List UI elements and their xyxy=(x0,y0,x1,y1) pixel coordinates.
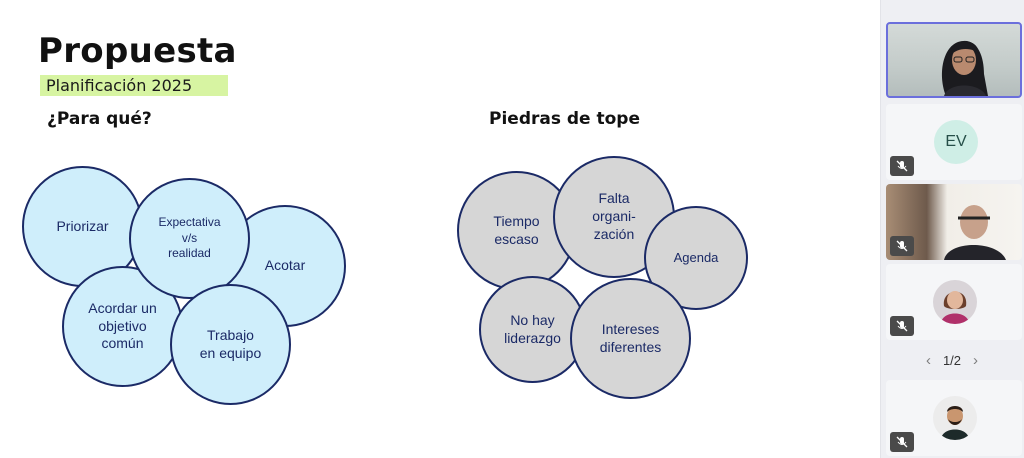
participants-panel: EV xyxy=(880,0,1024,458)
participants-pagination: ‹ 1/2 › xyxy=(880,349,1024,371)
bubble-expectativa-realidad: Expectativa v/s realidad xyxy=(129,178,250,299)
bubble-tiempo-escaso: Tiempo escaso xyxy=(457,171,576,290)
section-heading-para-que: ¿Para qué? xyxy=(47,109,152,129)
participant-avatar xyxy=(933,280,977,324)
participant-initials: EV xyxy=(934,120,978,164)
chevron-right-icon[interactable]: › xyxy=(973,351,979,369)
slide-subtitle: Planificación 2025 xyxy=(40,75,228,96)
page-indicator: 1/2 xyxy=(942,352,962,368)
chevron-left-icon[interactable]: ‹ xyxy=(925,351,931,369)
section-heading-piedras-de-tope: Piedras de tope xyxy=(489,109,640,129)
participant-video xyxy=(944,205,1006,260)
bubble-no-hay-liderazgo: No hay liderazgo xyxy=(479,276,586,383)
participant-tile-5[interactable] xyxy=(886,380,1022,456)
bubble-acordar-objetivo: Acordar un objetivo común xyxy=(62,266,183,387)
bubble-priorizar: Priorizar xyxy=(22,166,143,287)
presentation-slide: Propuesta Planificación 2025 ¿Para qué? … xyxy=(22,31,748,405)
bubble-trabajo-en-equipo: Trabajo en equipo xyxy=(170,284,291,405)
participant-tile-2[interactable]: EV xyxy=(886,104,1022,180)
participant-tile-3[interactable] xyxy=(886,184,1022,260)
bubble-intereses-diferentes: Intereses diferentes xyxy=(570,278,691,399)
mic-off-icon xyxy=(890,236,914,256)
mic-off-icon xyxy=(890,432,914,452)
bubble-agenda: Agenda xyxy=(644,206,748,310)
participant-video xyxy=(942,40,988,96)
participant-tile-4[interactable] xyxy=(886,264,1022,340)
participant-avatar xyxy=(933,396,977,440)
mic-off-icon xyxy=(890,156,914,176)
participant-tile-1[interactable] xyxy=(886,22,1022,98)
slide-title: Propuesta xyxy=(38,31,237,71)
mic-off-icon xyxy=(890,316,914,336)
